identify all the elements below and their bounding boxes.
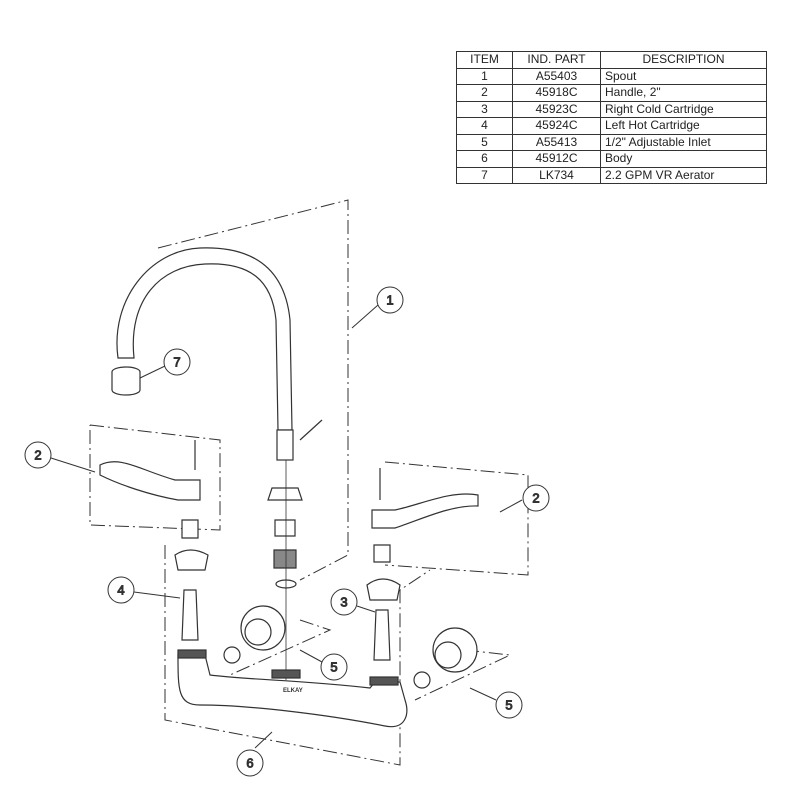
part-cell: 45912C bbox=[512, 150, 601, 168]
description-cell: 2.2 GPM VR Aerator bbox=[600, 166, 767, 184]
inlet-left bbox=[223, 605, 286, 664]
svg-text:2: 2 bbox=[34, 448, 41, 463]
callout-5-right: 5 bbox=[495, 691, 523, 719]
description-cell: 1/2" Adjustable Inlet bbox=[600, 133, 767, 151]
aerator bbox=[111, 366, 141, 396]
inlet-right bbox=[413, 627, 478, 689]
svg-text:2: 2 bbox=[532, 491, 539, 506]
callout-2-left: 2 bbox=[24, 441, 52, 469]
callout-4: 4 bbox=[107, 576, 135, 604]
svg-text:4: 4 bbox=[117, 583, 124, 598]
svg-text:3: 3 bbox=[340, 595, 347, 610]
body-logo: ELKAY bbox=[283, 688, 303, 694]
left-handle bbox=[99, 440, 209, 641]
description-cell: Handle, 2" bbox=[600, 84, 767, 102]
callout-1: 1 bbox=[376, 286, 404, 314]
assembly-guide-lines bbox=[89, 199, 529, 766]
callout-3: 3 bbox=[330, 588, 358, 616]
callout-5-left: 5 bbox=[320, 653, 348, 681]
right-handle bbox=[366, 468, 479, 661]
part-cell: 45923C bbox=[512, 100, 601, 118]
callout-2-right: 2 bbox=[522, 484, 550, 512]
spout bbox=[116, 247, 293, 431]
description-cell: Left Hot Cartridge bbox=[600, 117, 767, 135]
part-cell: LK734 bbox=[512, 166, 601, 184]
leader-lines bbox=[50, 304, 523, 749]
svg-text:7: 7 bbox=[173, 355, 180, 370]
svg-text:5: 5 bbox=[505, 698, 512, 713]
callout-7: 7 bbox=[163, 348, 191, 376]
svg-text:6: 6 bbox=[246, 756, 253, 771]
faucet-body bbox=[177, 654, 408, 728]
svg-text:5: 5 bbox=[330, 660, 337, 675]
callout-6: 6 bbox=[236, 749, 264, 777]
svg-text:1: 1 bbox=[386, 293, 393, 308]
